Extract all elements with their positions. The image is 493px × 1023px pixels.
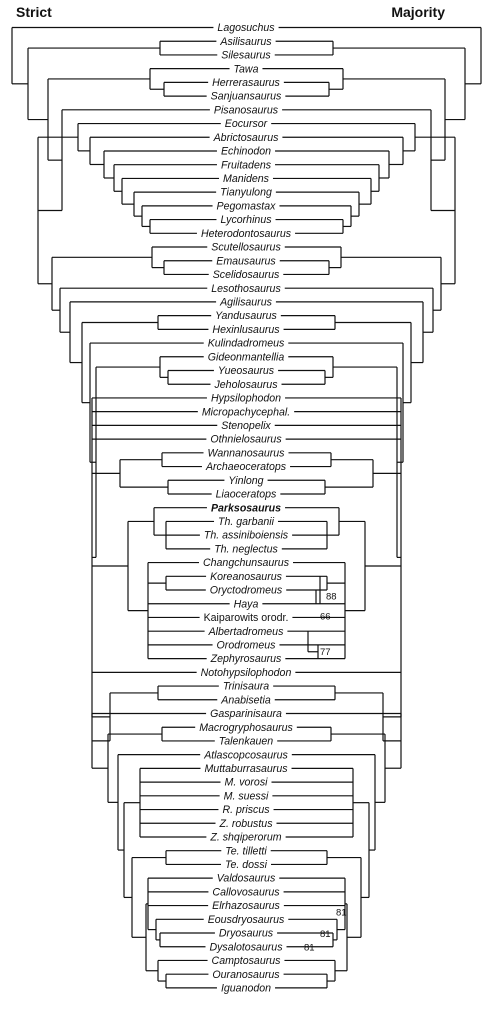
majority-tree-heading: Majority — [391, 4, 445, 20]
taxon-label: Scutellosaurus — [211, 242, 281, 254]
taxon-label: Agilisaurus — [219, 297, 273, 309]
taxon-label: Anabisetia — [220, 694, 271, 706]
taxon-label: Eocursor — [225, 118, 268, 130]
taxon-label: Trinisaura — [223, 681, 269, 693]
taxon-label: Fruitadens — [221, 159, 272, 171]
taxon-label: Emausaurus — [216, 255, 276, 267]
taxon-label: Pegomastax — [217, 200, 277, 212]
taxon-label: M. vorosi — [225, 777, 269, 789]
taxon-labels: LagosuchusAsilisaurusSilesaurusTawaHerre… — [199, 22, 293, 994]
taxon-label: Gasparinisaura — [210, 708, 282, 720]
taxon-label: Koreanosaurus — [210, 571, 283, 583]
taxon-label: Lesothosaurus — [211, 283, 281, 295]
taxon-label: Callovosaurus — [212, 886, 280, 898]
taxon-label: Gideonmantellia — [208, 351, 285, 363]
taxon-label: Changchunsaurus — [203, 557, 290, 569]
taxon-label: Valdosaurus — [217, 873, 276, 885]
taxon-label: Th. assiniboiensis — [204, 530, 289, 542]
taxon-label: Orodromeus — [217, 640, 277, 652]
taxon-label: Camptosaurus — [212, 955, 282, 967]
taxon-label: Hypsilophodon — [211, 393, 281, 405]
taxon-label: Dryosaurus — [219, 928, 274, 940]
strict-tree-heading: Strict — [16, 4, 52, 20]
taxon-label: Th. neglectus — [214, 543, 278, 555]
taxon-label: Herrerasaurus — [212, 77, 280, 89]
taxon-label: Dysalotosaurus — [209, 941, 283, 953]
taxon-label: Parksosaurus — [211, 502, 281, 514]
support-value: 66 — [320, 611, 331, 622]
support-value: 77 — [320, 647, 331, 658]
taxon-label: Liaoceratops — [216, 489, 277, 501]
taxon-label: Lycorhinus — [220, 214, 272, 226]
taxon-label: Wannanosaurus — [208, 447, 286, 459]
taxon-label: Notohypsilophodon — [201, 667, 292, 679]
taxon-label: Atlascopcosaurus — [203, 749, 288, 761]
taxon-label: Zephyrosaurus — [210, 653, 282, 665]
taxon-label: Macrogryphosaurus — [199, 722, 293, 734]
taxon-label: Muttaburrasaurus — [204, 763, 288, 775]
taxon-label: Hexinlusaurus — [212, 324, 280, 336]
taxon-label: Yueosaurus — [218, 365, 275, 377]
taxon-label: Kulindadromeus — [208, 338, 285, 350]
taxon-label: Pisanosaurus — [214, 104, 279, 116]
support-values: 88 66 77 81 81 81 — [304, 592, 347, 954]
taxon-label: R. priscus — [222, 804, 270, 816]
taxon-label: Micropachycephal. — [202, 406, 290, 418]
taxon-label: Abrictosaurus — [213, 132, 279, 144]
taxon-label: Z. robustus — [219, 818, 274, 830]
support-value: 81 — [304, 943, 315, 954]
taxon-label: Stenopelix — [221, 420, 271, 432]
taxon-label: Haya — [234, 598, 259, 610]
taxon-label: Silesaurus — [221, 50, 271, 62]
taxon-label: Eousdryosaurus — [208, 914, 285, 926]
taxon-label: Sanjuansaurus — [211, 91, 282, 103]
taxon-label: Z. shqiperorum — [209, 832, 281, 844]
taxon-label: Yandusaurus — [215, 310, 277, 322]
taxon-label: Jeholosaurus — [213, 379, 278, 391]
taxon-label: Elrhazosaurus — [212, 900, 280, 912]
support-value: 81 — [336, 907, 347, 918]
support-value: 88 — [326, 592, 337, 603]
taxon-label: Lagosuchus — [217, 22, 275, 34]
taxon-label: Asilisaurus — [219, 36, 272, 48]
taxon-label: Tianyulong — [220, 187, 272, 199]
taxon-label: Manidens — [223, 173, 270, 185]
majority-consensus-branches — [262, 26, 482, 989]
taxon-label: Yinlong — [228, 475, 263, 487]
taxon-label: Talenkauen — [219, 736, 273, 748]
taxon-label: Scelidosaurus — [213, 269, 280, 281]
taxon-label: Echinodon — [221, 146, 271, 158]
taxon-label: Te. dossi — [225, 859, 268, 871]
strict-consensus-branches — [11, 26, 230, 989]
taxon-label: Ouranosaurus — [212, 969, 280, 981]
taxon-label: Iguanodon — [221, 983, 271, 995]
taxon-label: Oryctodromeus — [210, 585, 283, 597]
taxon-label: Othnielosaurus — [210, 434, 282, 446]
taxon-label: Archaeoceratops — [205, 461, 287, 473]
taxon-label: Tawa — [234, 63, 259, 75]
taxon-label: Heterodontosaurus — [201, 228, 292, 240]
taxon-label: Kaiparowits orodr. — [204, 612, 289, 624]
taxon-label: M. suessi — [224, 790, 269, 802]
taxon-label: Te. tilletti — [225, 845, 267, 857]
support-value: 81 — [320, 929, 331, 940]
taxon-label: Albertadromeus — [208, 626, 284, 638]
taxon-label: Th. garbanii — [218, 516, 275, 528]
